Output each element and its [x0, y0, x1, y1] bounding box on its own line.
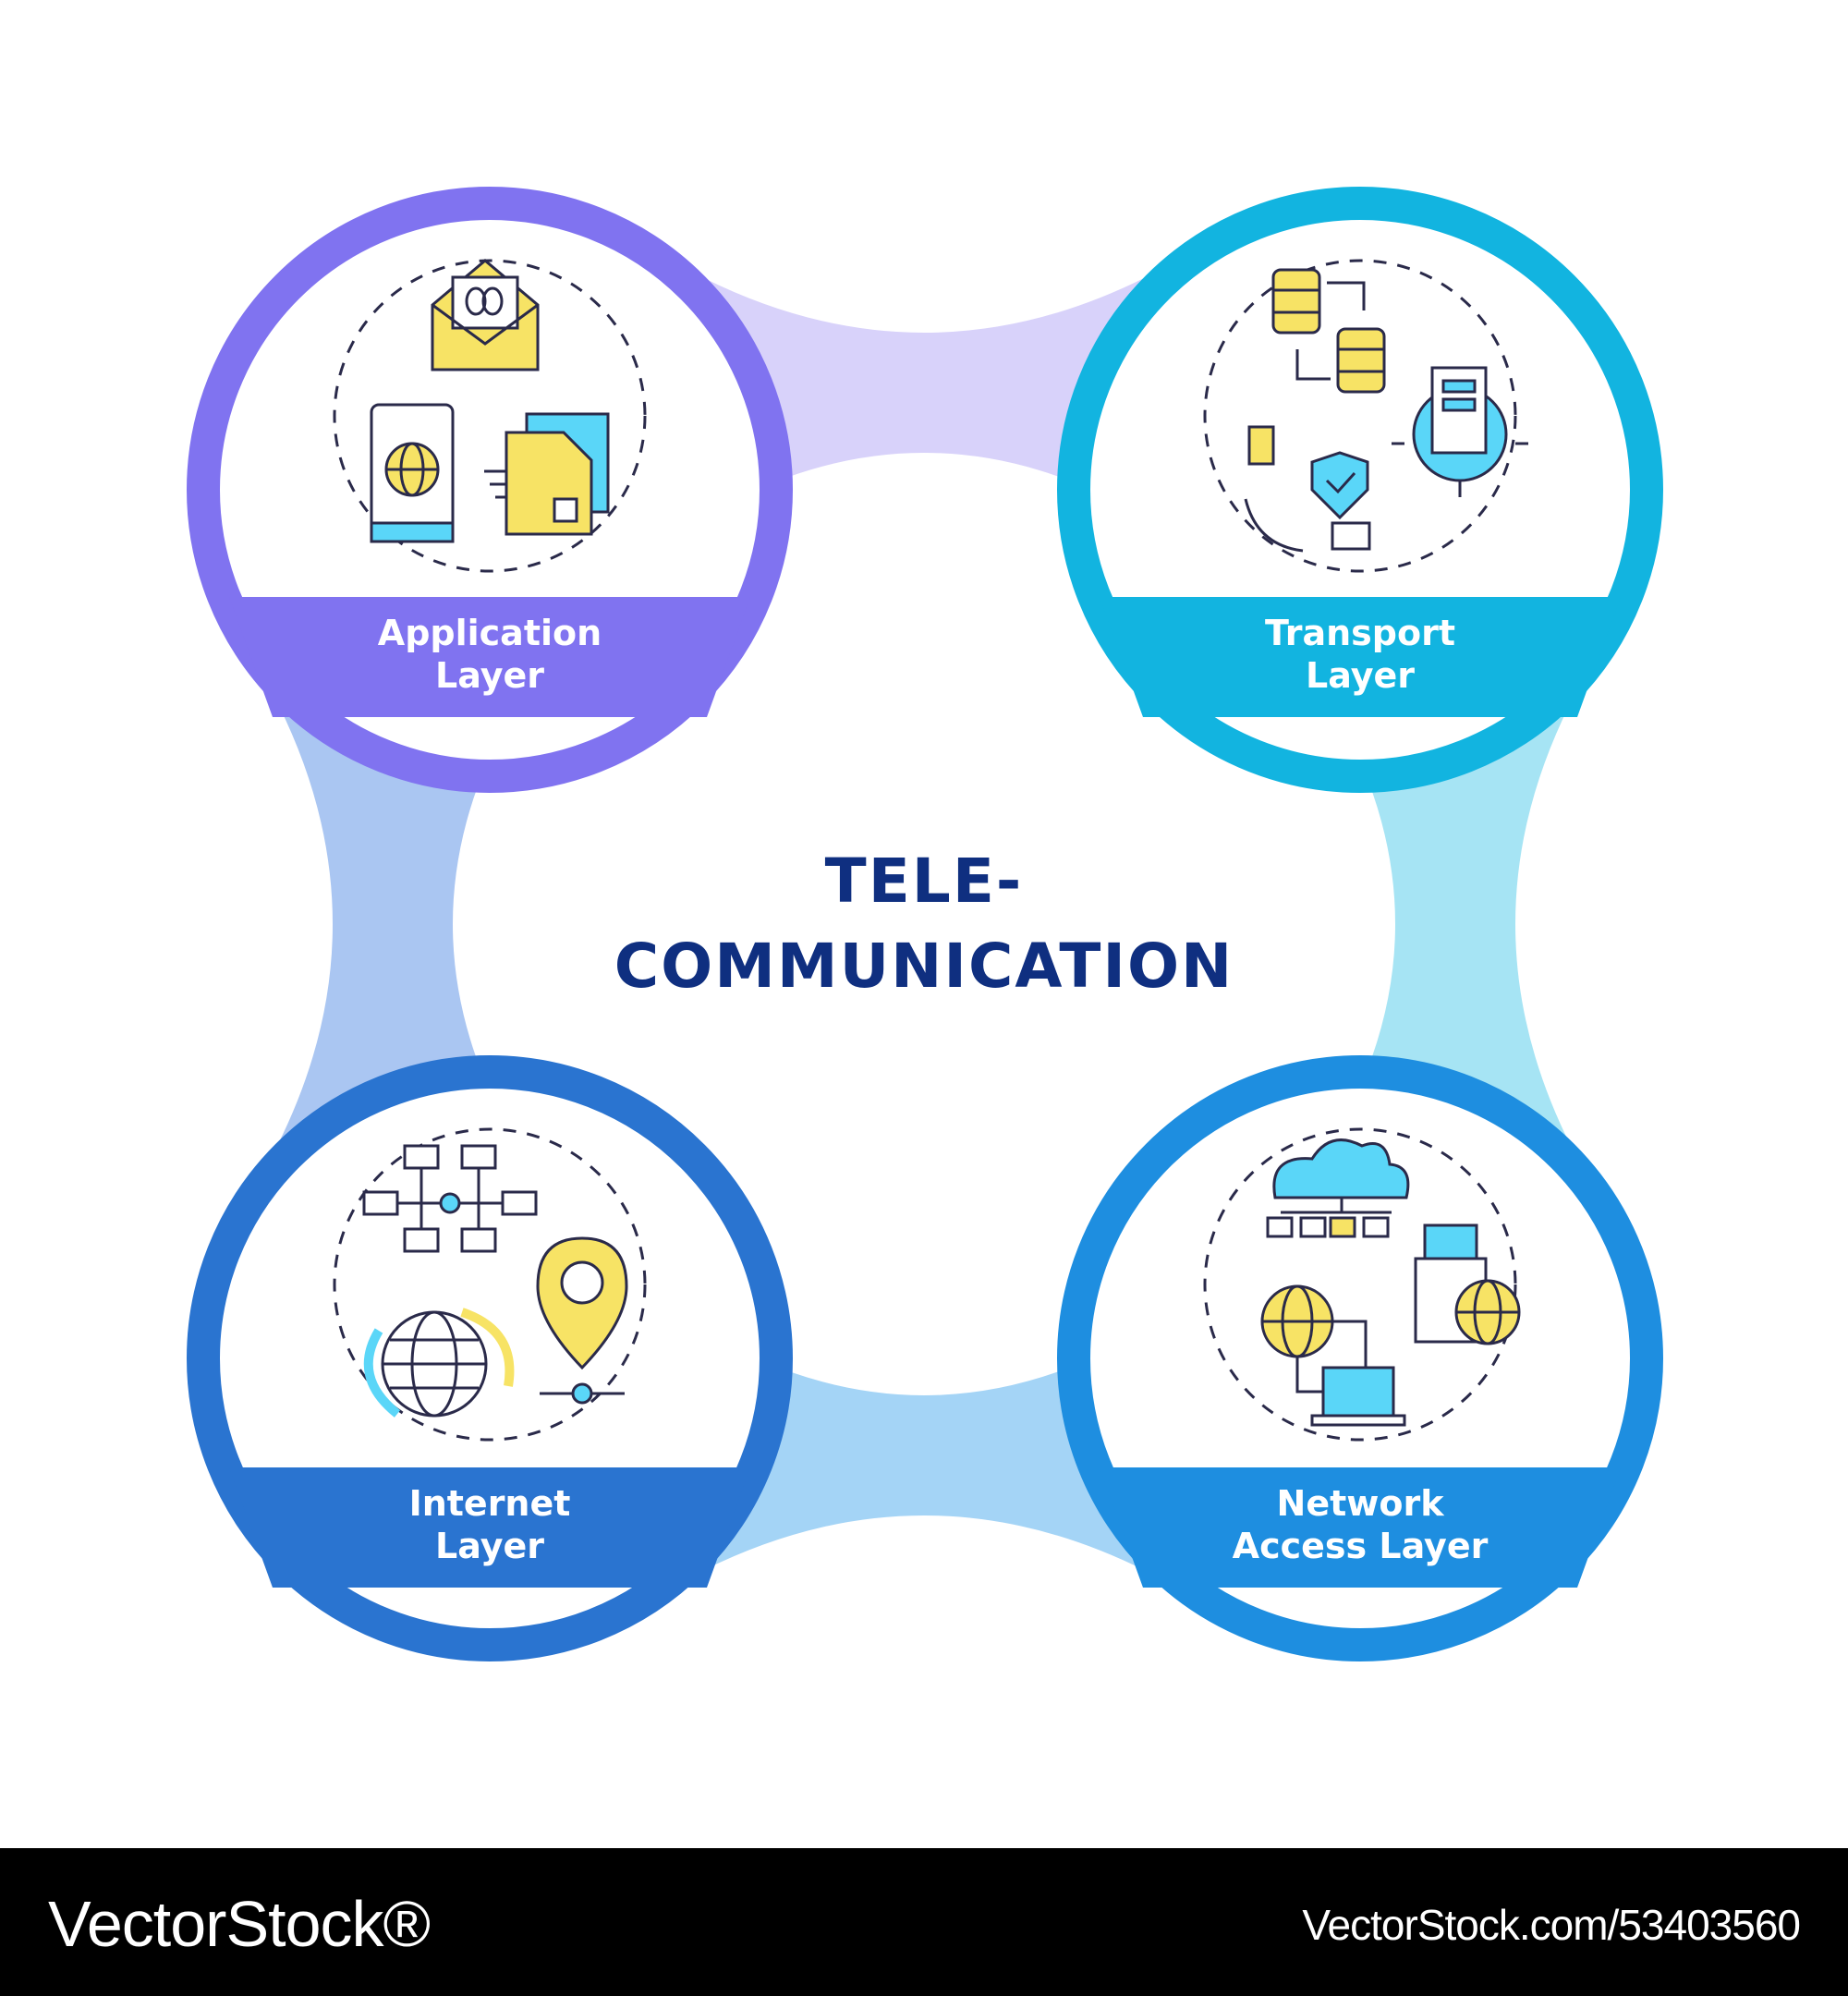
envelope-icon [431, 259, 540, 371]
watermark-id: VectorStock.com/53403560 [1302, 1901, 1801, 1949]
transport-layer-node [1057, 187, 1663, 793]
application-layer-node [187, 187, 793, 793]
server-chip-icon [1392, 366, 1528, 497]
internet-layer-label-line-1: Internet [408, 1483, 571, 1524]
connector-bottom [702, 1331, 1146, 1571]
network-access-layer-node [1057, 1055, 1663, 1661]
cloud-network-icon [1266, 1138, 1410, 1238]
application-layer-label-line-2: Layer [435, 655, 544, 696]
center-title: TELE- COMMUNICATION [517, 839, 1331, 1009]
internet-layer-node [187, 1055, 793, 1661]
transport-layer-label: Transport Layer [1129, 612, 1591, 697]
shield-check-icon [1244, 425, 1371, 553]
database-icon [1271, 268, 1386, 394]
ip-pin-icon [536, 1236, 628, 1405]
watermark-brand: VectorStock® [48, 1888, 431, 1960]
transport-layer-label-line-2: Layer [1306, 655, 1415, 696]
connector-right [1331, 702, 1571, 1146]
documents-icon [484, 412, 610, 536]
laptop-icon [1295, 1320, 1406, 1427]
network-monitors-icon [362, 1144, 538, 1253]
network-access-layer-label-line-1: Network [1276, 1483, 1444, 1524]
application-layer-label: Application Layer [259, 612, 721, 697]
internet-layer-label-line-2: Layer [435, 1526, 544, 1566]
connector-top [702, 277, 1146, 517]
network-access-layer-label: Network Access Layer [1129, 1482, 1591, 1567]
center-title-line-1: TELE- [824, 846, 1024, 917]
diagram [187, 187, 1663, 1661]
application-layer-label-line-1: Application [377, 613, 602, 653]
internet-layer-label: Internet Layer [259, 1482, 721, 1567]
center-title-line-2: COMMUNICATION [614, 931, 1234, 1002]
watermark-bar: VectorStock® VectorStock.com/53403560 [0, 1848, 1848, 1996]
globe-rotate-icon [363, 1308, 515, 1418]
connector-left [277, 702, 517, 1146]
transport-layer-label-line-1: Transport [1264, 613, 1455, 653]
network-access-layer-label-line-2: Access Layer [1232, 1526, 1489, 1566]
phone-globe-icon [370, 403, 455, 543]
